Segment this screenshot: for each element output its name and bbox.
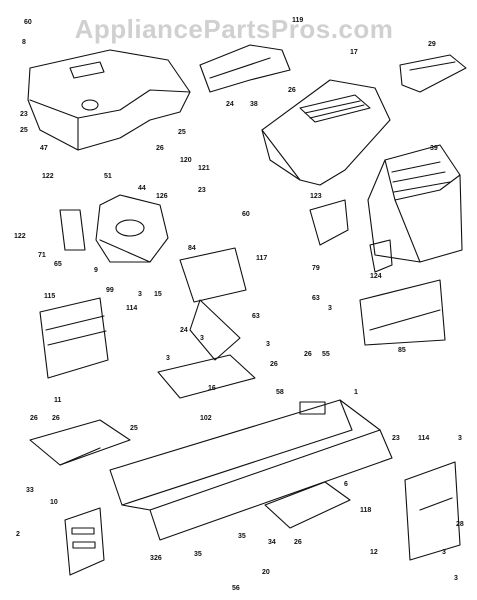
part-callout: 9	[94, 267, 98, 274]
part-callout: 3	[200, 335, 204, 342]
part-callout: 24	[226, 101, 234, 108]
part-callout: 121	[198, 165, 210, 172]
part-callout: 20	[262, 569, 270, 576]
part-callout: 123	[310, 193, 322, 200]
footrest	[29, 419, 131, 466]
part-callout: 23	[198, 187, 206, 194]
bracket-small	[59, 199, 393, 273]
part-callout: 114	[126, 305, 137, 312]
part-callout: 79	[312, 265, 320, 272]
part-callout: 3	[138, 291, 142, 298]
part-callout: 118	[360, 507, 371, 514]
part-callout: 26	[304, 351, 312, 358]
part-callout: 3	[458, 435, 462, 442]
part-callout: 1	[354, 389, 358, 396]
part-callout: 85	[398, 347, 406, 354]
part-callout: 25	[178, 129, 186, 136]
part-callout: 3	[454, 575, 458, 582]
fuel-tank	[95, 194, 169, 263]
part-callout: 3	[328, 305, 332, 312]
grille	[367, 144, 463, 263]
part-callout: 24	[180, 327, 188, 334]
part-callout: 8	[22, 39, 26, 46]
part-callout: 65	[54, 261, 62, 268]
part-callout: 51	[104, 173, 112, 180]
part-callout: 63	[312, 295, 320, 302]
side-panel-left	[39, 297, 109, 379]
part-callout: 26	[30, 415, 38, 422]
part-callout: 119	[292, 17, 303, 24]
fender-top	[199, 44, 291, 93]
part-callout: 10	[50, 499, 58, 506]
part-callout: 84	[188, 245, 196, 252]
part-callout: 126	[156, 193, 168, 200]
part-callout: 15	[154, 291, 162, 298]
part-callout: 11	[54, 397, 62, 404]
part-callout: 16	[208, 385, 216, 392]
part-callout: 3	[150, 555, 154, 562]
part-callout: 115	[44, 293, 55, 300]
part-callout: 38	[250, 101, 258, 108]
part-callout: 60	[24, 19, 32, 26]
console-plate	[179, 247, 247, 361]
part-callout: 60	[242, 211, 250, 218]
part-callout: 25	[20, 127, 28, 134]
side-panel-right	[359, 279, 446, 346]
part-callout: 58	[276, 389, 284, 396]
part-callout: 6	[344, 481, 348, 488]
part-callout: 26	[294, 539, 302, 546]
part-callout: 63	[252, 313, 260, 320]
part-callout: 55	[322, 351, 330, 358]
part-callout: 44	[138, 185, 146, 192]
part-callout: 12	[370, 549, 378, 556]
part-callout: 23	[392, 435, 400, 442]
part-callout: 26	[288, 87, 296, 94]
floor-plate	[157, 354, 256, 399]
part-callout: 120	[180, 157, 192, 164]
hood-body	[261, 79, 391, 186]
rear-plate	[64, 507, 105, 576]
part-callout: 34	[268, 539, 276, 546]
part-callout: 26	[156, 145, 164, 152]
part-callout: 26	[270, 361, 278, 368]
part-callout: 114	[418, 435, 429, 442]
part-callout: 26	[52, 415, 60, 422]
part-callout: 17	[350, 49, 358, 56]
part-callout: 25	[130, 425, 138, 432]
part-callout: 71	[38, 252, 46, 259]
part-callout: 3	[442, 549, 446, 556]
chassis-frame	[109, 399, 393, 541]
part-callout: 99	[106, 287, 114, 294]
part-callout: 2	[16, 531, 20, 538]
bumper	[399, 54, 467, 93]
part-callout: 3	[166, 355, 170, 362]
part-callout: 35	[194, 551, 202, 558]
part-callout: 117	[256, 255, 267, 262]
part-callout: 39	[430, 145, 438, 152]
part-callout: 102	[200, 415, 212, 422]
part-callout: 29	[428, 41, 436, 48]
part-callout: 122	[14, 233, 26, 240]
part-callout: 33	[26, 487, 34, 494]
part-callout: 124	[370, 273, 382, 280]
part-callout: 26	[154, 555, 162, 562]
rear-bracket	[404, 461, 461, 561]
part-callout: 47	[40, 145, 48, 152]
part-callout: 122	[42, 173, 54, 180]
part-callout: 23	[20, 111, 28, 118]
part-callout: 35	[238, 533, 246, 540]
part-callout: 56	[232, 585, 240, 592]
part-callout: 3	[266, 341, 270, 348]
seat-pan	[264, 481, 351, 529]
dash-panel	[27, 49, 191, 151]
part-callout: 28	[456, 521, 464, 528]
